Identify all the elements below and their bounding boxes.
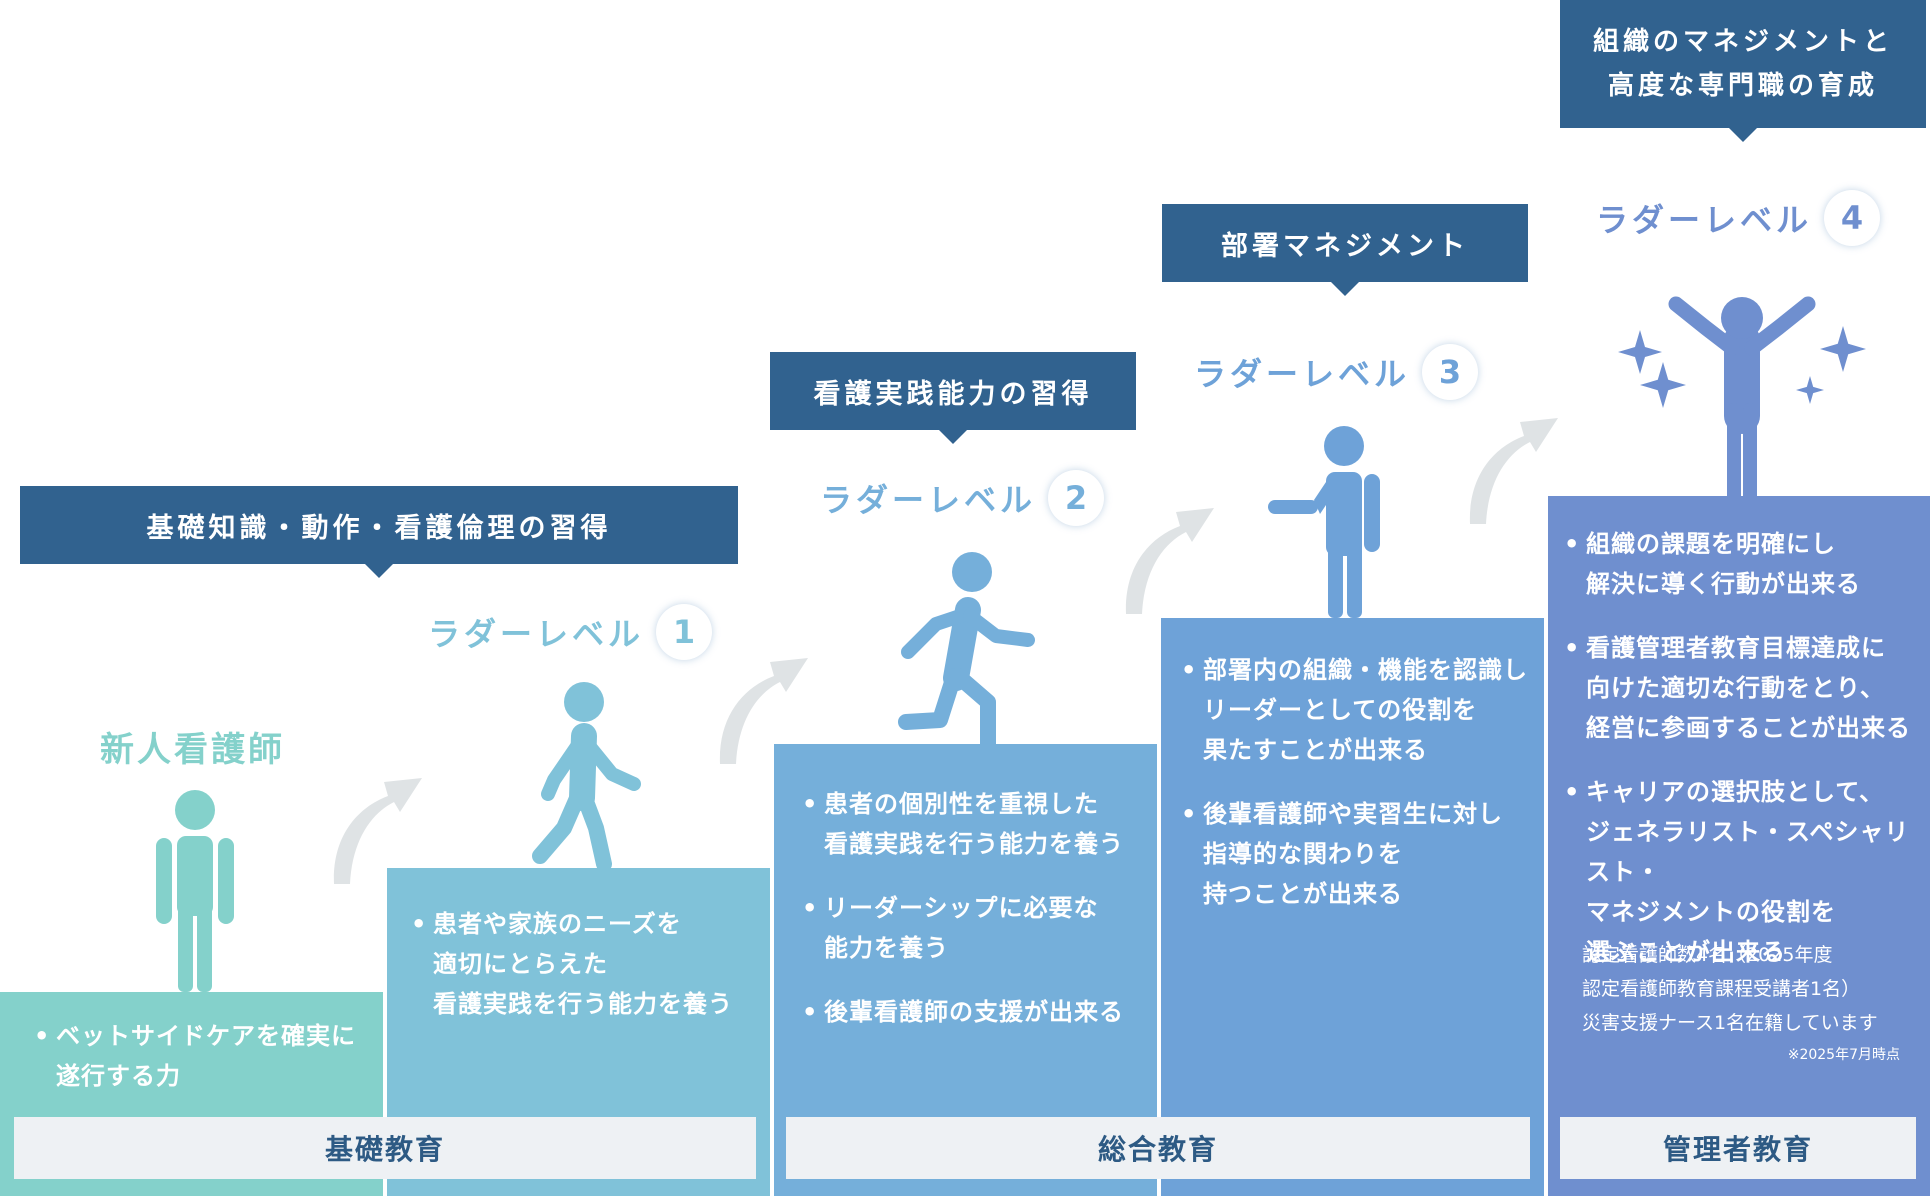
certification-notes: 認定看護師数4名（2025年度 認定看護師教育課程受講者1名） 災害支援ナース1… — [1582, 944, 1878, 1034]
sparkle-icon — [1796, 376, 1824, 404]
ladder-level-4: ラダーレベル 4 — [1596, 190, 1881, 246]
ladder-label: ラダーレベル — [1596, 201, 1813, 239]
sparkle-icon — [1820, 326, 1866, 372]
ladder-level-1: ラダーレベル 1 — [428, 604, 713, 660]
ladder-label: ラダーレベル — [428, 615, 645, 653]
education-basic: 基礎教育 — [14, 1117, 756, 1179]
sparkle-icon — [1640, 362, 1686, 408]
cheering-person-icon — [1668, 296, 1816, 500]
level-number: 1 — [656, 604, 713, 660]
bullet-list: ベットサイドケアを確実に 遂行する力 — [34, 1016, 356, 1120]
callout-level-1: 基礎知識・動作・看護倫理の習得 — [20, 486, 738, 578]
bullet-item: 看護管理者教育目標達成に 向けた適切な行動をとり、 経営に参画することが出来る — [1564, 628, 1930, 748]
bullet-item: 患者の個別性を重視した 看護実践を行う能力を養う — [802, 784, 1124, 864]
up-arrow-icon — [1469, 418, 1558, 524]
level-number: 4 — [1824, 190, 1881, 246]
bullet-item: 後輩看護師や実習生に対し 指導的な関わりを 持つことが出来る — [1181, 794, 1528, 914]
callout-level-2: 看護実践能力の習得 — [770, 352, 1136, 444]
bullet-list: 組織の課題を明確にし 解決に導く行動が出来る 看護管理者教育目標達成に 向けた適… — [1564, 524, 1930, 978]
pointing-person-icon — [1268, 426, 1380, 618]
running-person-icon — [898, 552, 1035, 746]
up-arrow-icon — [333, 778, 422, 884]
walking-person-icon — [532, 682, 641, 870]
bullet-item: 患者や家族のニーズを 適切にとらえた 看護実践を行う能力を養う — [411, 904, 733, 1024]
bullet-list: 患者の個別性を重視した 看護実践を行う能力を養う リーダーシップに必要な 能力を… — [802, 784, 1124, 1056]
bullet-list: 部署内の組織・機能を認識し リーダーとしての役割を 果たすことが出来る 後輩看護… — [1181, 650, 1528, 938]
step-column-4: 組織の課題を明確にし 解決に導く行動が出来る 看護管理者教育目標達成に 向けた適… — [1548, 496, 1930, 1196]
education-general: 総合教育 — [786, 1117, 1530, 1179]
ladder-level-3: ラダーレベル 3 — [1194, 344, 1479, 400]
callout-level-3: 部署マネジメント — [1162, 204, 1528, 296]
callout-level-4: 組織のマネジメントと 高度な専門職の育成 — [1560, 0, 1926, 142]
sparkle-icon — [1618, 330, 1662, 374]
level-number: 2 — [1048, 470, 1105, 526]
newcomer-label: 新人看護師 — [100, 730, 285, 770]
bullet-item: ベットサイドケアを確実に 遂行する力 — [34, 1016, 356, 1096]
up-arrow-icon — [1125, 508, 1214, 614]
bullet-item: リーダーシップに必要な 能力を養う — [802, 888, 1124, 968]
level-number: 3 — [1422, 344, 1479, 400]
bullet-item: 部署内の組織・機能を認識し リーダーとしての役割を 果たすことが出来る — [1181, 650, 1528, 770]
bullet-list: 患者や家族のニーズを 適切にとらえた 看護実践を行う能力を養う — [411, 904, 733, 1048]
bullet-item: 後輩看護師の支援が出来る — [802, 992, 1124, 1032]
ladder-label: ラダーレベル — [820, 481, 1037, 519]
bullet-item: キャリアの選択肢として、 ジェネラリスト・スペシャリスト・ マネジメントの役割を… — [1564, 772, 1930, 972]
up-arrow-icon — [719, 658, 808, 764]
education-management: 管理者教育 — [1560, 1117, 1916, 1179]
ladder-label: ラダーレベル — [1194, 355, 1411, 393]
ladder-level-2: ラダーレベル 2 — [820, 470, 1105, 526]
as-of-note: ※2025年7月時点 — [1787, 1047, 1900, 1063]
bullet-item: 組織の課題を明確にし 解決に導く行動が出来る — [1564, 524, 1930, 604]
step-column-3: 部署内の組織・機能を認識し リーダーとしての役割を 果たすことが出来る 後輩看護… — [1161, 618, 1544, 1196]
standing-person-icon — [156, 790, 234, 992]
